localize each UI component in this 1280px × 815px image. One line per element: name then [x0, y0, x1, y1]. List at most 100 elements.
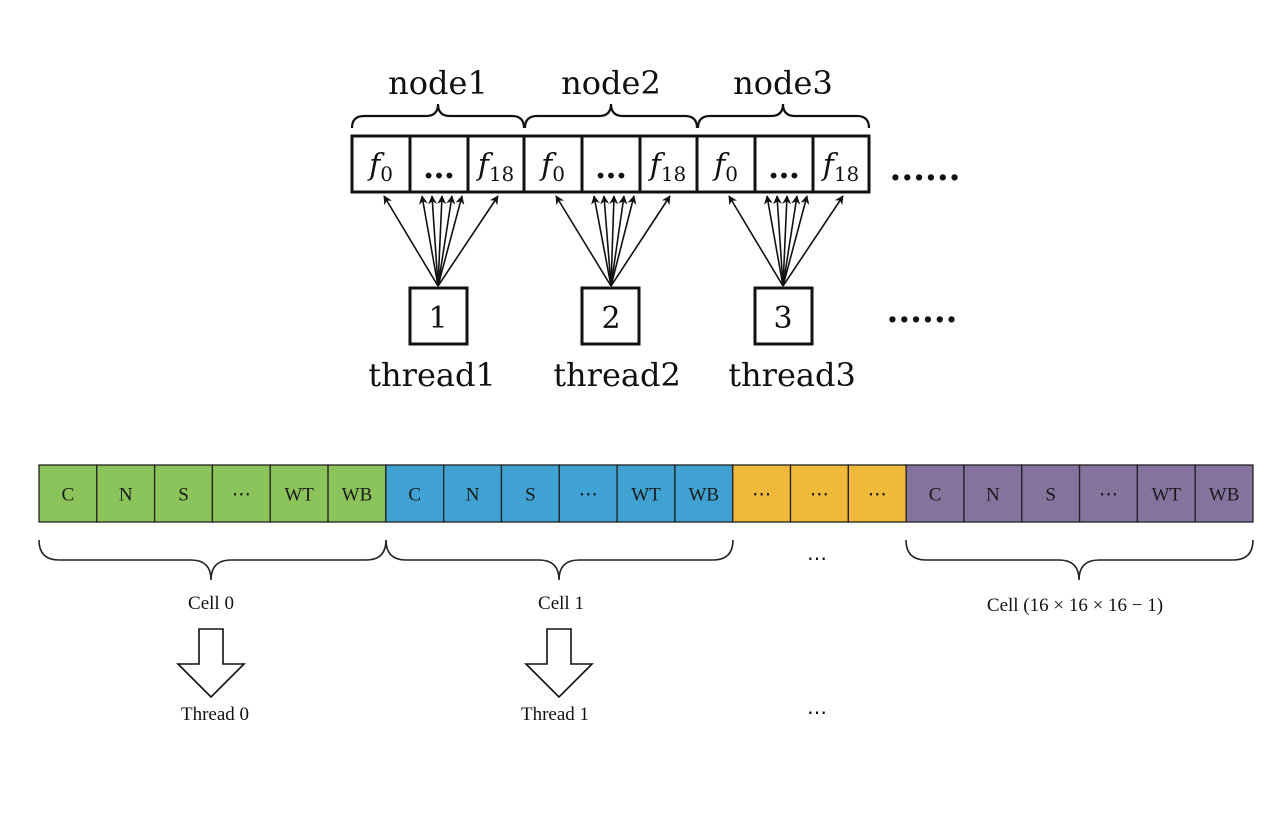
thread1-bottom-label: Thread 1 — [521, 704, 589, 725]
node1-arrow-6 — [437, 195, 499, 287]
array-cell-label: WB — [1209, 485, 1240, 506]
thread1-box — [408, 286, 469, 346]
node3-label: node3 — [733, 64, 833, 102]
node3-f18-cell — [811, 134, 871, 194]
node3-arrow-1 — [763, 195, 784, 287]
node2-brace — [523, 103, 699, 129]
array-cell-label: N — [466, 485, 480, 506]
node3-arrow-5 — [782, 195, 810, 287]
thread-row-ellipsis: ⋯ — [807, 702, 827, 724]
node1-array: f0 … f18 — [350, 134, 526, 194]
array-cell-last — [1078, 464, 1139, 523]
node1-label: node1 — [388, 64, 488, 102]
array-cell-cell0 — [327, 464, 387, 523]
node3-arrow-4 — [782, 195, 801, 287]
cell1-label: Cell 1 — [538, 593, 584, 614]
thread-ellipsis: ...... — [886, 291, 957, 331]
array-cell-label: S — [178, 485, 189, 506]
node1-arrow-5 — [437, 195, 465, 287]
node1-ellipsis-cell — [408, 134, 470, 194]
node1-arrow-2 — [428, 195, 439, 287]
array-cell-last — [1021, 464, 1081, 523]
array-cell-last — [1136, 464, 1196, 523]
middle-ellipsis: ⋯ — [807, 548, 827, 570]
node1-arrow-4 — [437, 195, 456, 287]
array-cell-label: N — [986, 485, 1000, 506]
array-cell-cell0 — [38, 464, 98, 523]
node3-f0-cell — [695, 134, 757, 194]
array-cell-cell1 — [558, 464, 618, 523]
array-cell-label: ⋯ — [232, 485, 251, 506]
array-cell-label: C — [62, 485, 75, 506]
thread2-label: thread2 — [553, 356, 681, 394]
thread1-label: thread1 — [368, 356, 496, 394]
array-cell-label: WT — [284, 485, 314, 506]
node3-ellipsis-text: … — [768, 148, 800, 186]
cell0-brace — [38, 539, 387, 581]
node2-arrow-3 — [609, 195, 619, 287]
array-cell-label: ⋯ — [810, 485, 829, 506]
node3-brace — [696, 103, 871, 129]
node2-ellipsis-text: … — [595, 148, 627, 186]
node1-arrow-1 — [418, 195, 439, 287]
node3-arrow-0 — [728, 195, 784, 287]
array-cell-mid — [847, 464, 907, 523]
node2-array: f0 … f18 — [522, 134, 699, 194]
thread2-box — [580, 286, 641, 346]
row-ellipsis: ...... — [889, 149, 960, 189]
thread3-label: thread3 — [728, 356, 856, 394]
array-cell-last — [963, 464, 1023, 523]
cell0-label: Cell 0 — [188, 593, 234, 614]
node1-f18-text: f18 — [476, 148, 515, 186]
thread2-number: 2 — [601, 301, 620, 336]
array-cell-label: ⋯ — [1099, 485, 1118, 506]
array-cell-label: N — [119, 485, 133, 506]
node1-arrow-0 — [383, 195, 439, 287]
array-cell-label: ⋯ — [868, 485, 887, 506]
node2-arrow-0 — [555, 195, 612, 287]
array-cell-cell1 — [500, 464, 560, 523]
node2-arrow-6 — [610, 195, 671, 287]
node3-arrow-3 — [782, 195, 792, 287]
array-cell-label: WB — [689, 485, 720, 506]
bottom-array-diagram: C N S ⋯ WT WB C N S ⋯ WT WB ⋯ ⋯ ⋯ C N S ⋯ WT WB Cell 0 Cell … — [38, 464, 1254, 725]
array-cell-label: WT — [631, 485, 661, 506]
thread0-label: Thread 0 — [181, 704, 249, 725]
array-cell-label: S — [1045, 485, 1056, 506]
array-cell-cell0 — [153, 464, 214, 523]
array-cell-label: S — [525, 485, 536, 506]
last-cell-brace — [905, 539, 1254, 581]
node1-ellipsis-text: … — [423, 148, 455, 186]
node2-label: node2 — [561, 64, 661, 102]
node3-arrow-2 — [773, 195, 784, 287]
array-cell-last — [1194, 464, 1254, 523]
array-cell-cell0 — [96, 464, 156, 523]
node2-arrow-5 — [610, 195, 637, 287]
thread3-box — [753, 286, 814, 346]
node2-arrow-1 — [591, 195, 612, 287]
node1-brace — [350, 103, 526, 129]
node2-arrow-2 — [600, 195, 612, 287]
node1-f0-cell — [350, 134, 412, 194]
array-cell-label: C — [408, 485, 421, 506]
cell1-down-arrow — [524, 628, 594, 699]
array-cell-cell1 — [674, 464, 734, 523]
thread-arrows — [383, 195, 844, 287]
node1-f18-cell — [466, 134, 526, 194]
array-cell-label: WT — [1152, 485, 1182, 506]
array-cell-label: ⋯ — [752, 485, 771, 506]
thread1-number: 1 — [428, 301, 447, 336]
node1-arrow-3 — [437, 195, 447, 287]
node3-arrow-6 — [782, 195, 844, 287]
array-cell-label: ⋯ — [579, 485, 598, 506]
node3-array: f0 … f18 — [695, 134, 871, 194]
node2-f18-cell — [638, 134, 699, 194]
cell0-down-arrow — [176, 628, 246, 699]
array-cell-label: WB — [342, 485, 373, 506]
array-cell-label: C — [929, 485, 942, 506]
thread3-number: 3 — [773, 301, 792, 336]
array-cell-cell0 — [269, 464, 329, 523]
memory-array: C N S ⋯ WT WB C N S ⋯ WT WB ⋯ ⋯ ⋯ C N S ⋯ WT WB — [38, 464, 1254, 523]
node3-ellipsis-cell — [753, 134, 815, 194]
